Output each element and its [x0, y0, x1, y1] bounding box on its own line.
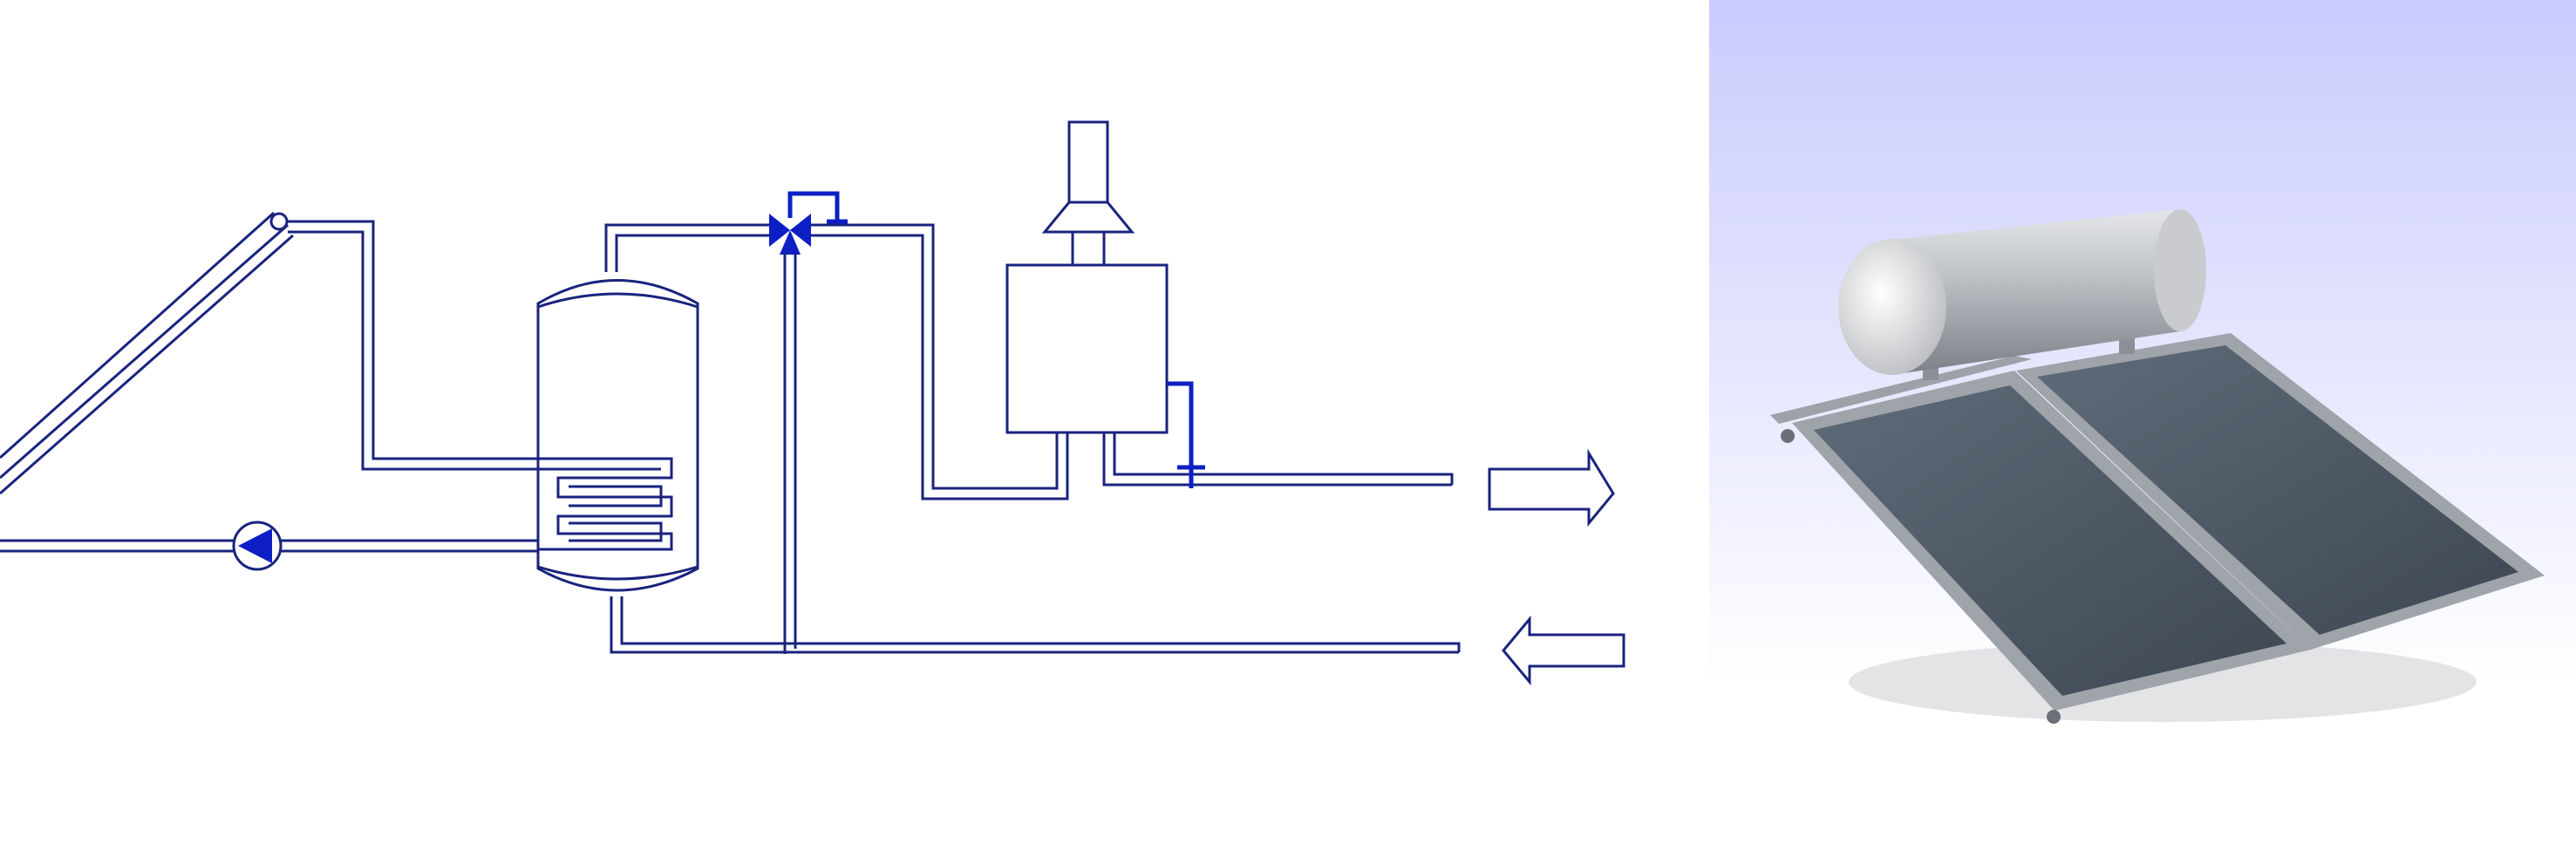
pump-icon — [232, 521, 283, 571]
cold-bypass-pipe — [783, 253, 797, 654]
arrow-left-icon — [1502, 615, 1625, 686]
tank-coil-icon — [536, 279, 699, 592]
solar-heating-diagram — [0, 120, 1625, 686]
hot-water-out-pipe — [1102, 432, 1454, 487]
collector-return-pipe — [0, 539, 539, 553]
collector-panel-icon — [0, 211, 294, 495]
valve-handle-icon — [1167, 381, 1205, 488]
tank-hot-outlet-pipe — [604, 223, 776, 272]
mixing-valve-icon — [769, 191, 848, 255]
collector-flow-pipe — [288, 220, 539, 471]
cold-water-in-pipe — [610, 596, 1461, 654]
arrow-right-icon — [1488, 448, 1615, 528]
boiler-icon — [1005, 263, 1169, 434]
solar-heater-photo — [1709, 0, 2576, 858]
chimney-icon — [1041, 120, 1135, 267]
mixed-to-boiler-pipe — [811, 223, 1069, 500]
